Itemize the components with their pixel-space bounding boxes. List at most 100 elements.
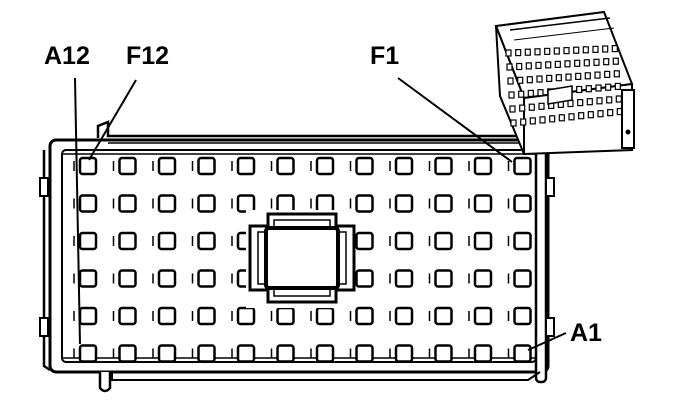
label-f1: F1 bbox=[370, 42, 399, 70]
leader-a1 bbox=[527, 332, 567, 351]
inset-cavity bbox=[604, 70, 611, 79]
terminal-cavity bbox=[118, 344, 137, 363]
inset-cavity bbox=[583, 59, 590, 67]
inset-cavity bbox=[519, 104, 526, 112]
terminal-cavity bbox=[118, 306, 137, 326]
terminal-cavity bbox=[434, 231, 453, 251]
inset-cavity bbox=[516, 62, 523, 71]
inset-cavity bbox=[586, 98, 593, 106]
terminal-cavity bbox=[315, 344, 335, 363]
terminal-cavity bbox=[236, 344, 256, 363]
inset-cavity bbox=[549, 115, 556, 123]
inset-cavity bbox=[535, 61, 542, 70]
terminal-cavity bbox=[78, 344, 98, 363]
inset-cavity bbox=[510, 119, 517, 127]
inset-cavity bbox=[575, 72, 582, 81]
inset-cavity bbox=[518, 90, 525, 98]
leader-f12 bbox=[88, 79, 137, 161]
terminal-cavity bbox=[434, 194, 453, 213]
terminal-cavity bbox=[394, 306, 414, 326]
inset-cavity bbox=[544, 47, 551, 56]
terminal-cavity bbox=[118, 156, 137, 176]
terminal-cavity bbox=[157, 269, 177, 288]
inset-cavity bbox=[564, 60, 571, 68]
terminal-cavity bbox=[473, 344, 493, 363]
terminal-cavity bbox=[473, 156, 493, 176]
inset-cavity bbox=[576, 85, 583, 94]
terminal-cavity bbox=[78, 156, 98, 176]
inset-cavity bbox=[558, 114, 565, 122]
inset-cavity bbox=[539, 116, 546, 124]
terminal-cavity bbox=[197, 306, 216, 326]
inset-cavity bbox=[585, 85, 592, 93]
terminal-cavity bbox=[394, 269, 414, 288]
inset-cavity bbox=[545, 61, 552, 69]
inset-cavity bbox=[536, 75, 543, 83]
terminal-cavity bbox=[157, 306, 177, 326]
terminal-cavity bbox=[355, 194, 374, 213]
terminal-cavity bbox=[118, 269, 137, 288]
inset-cavity bbox=[582, 46, 589, 54]
connector-isometric-inset bbox=[494, 10, 635, 156]
terminal-cavity bbox=[355, 231, 374, 251]
inset-cavity bbox=[592, 45, 599, 54]
terminal-cavity bbox=[236, 306, 256, 326]
label-a12: A12 bbox=[44, 42, 90, 70]
inset-cavity bbox=[587, 111, 594, 119]
inset-cavity bbox=[538, 102, 545, 110]
terminal-cavity bbox=[197, 269, 216, 288]
inset-cavity bbox=[555, 74, 562, 82]
label-f12: F12 bbox=[126, 42, 169, 70]
inset-cavity bbox=[554, 60, 561, 69]
inset-cavity bbox=[505, 49, 512, 57]
inset-cavity bbox=[603, 58, 610, 66]
inset-cavity bbox=[597, 110, 604, 118]
terminal-cavity bbox=[355, 269, 374, 288]
inset-cavity bbox=[602, 45, 609, 53]
terminal-cavity bbox=[473, 231, 493, 251]
inset-cavity bbox=[515, 48, 522, 57]
inset-cavity bbox=[594, 71, 601, 79]
inset-cavity bbox=[593, 58, 600, 66]
inset-cavity bbox=[527, 89, 534, 98]
inset-cavity bbox=[567, 99, 574, 108]
inset-cavity bbox=[607, 108, 614, 117]
terminal-cavity bbox=[78, 231, 98, 251]
inset-cavity bbox=[578, 112, 585, 120]
inset-cavity bbox=[577, 98, 584, 107]
leader-a12 bbox=[74, 77, 81, 345]
terminal-cavity bbox=[394, 156, 414, 176]
terminal-cavity bbox=[276, 306, 295, 326]
inset-cavity bbox=[612, 57, 619, 65]
terminal-cavity bbox=[236, 194, 256, 213]
inset-cavity bbox=[573, 46, 580, 54]
inset-cavity bbox=[606, 96, 613, 104]
terminal-cavity bbox=[315, 156, 335, 176]
terminal-cavity bbox=[276, 194, 295, 213]
inset-cavity bbox=[563, 46, 570, 55]
terminal-cavity bbox=[473, 269, 493, 288]
inset-cavity bbox=[605, 83, 612, 91]
inset-cavity bbox=[584, 72, 591, 80]
center-key-island bbox=[246, 210, 356, 308]
inset-cavity bbox=[568, 113, 575, 121]
terminal-cavity bbox=[513, 344, 532, 363]
inset-cavity bbox=[524, 48, 531, 56]
inset-cavity bbox=[509, 105, 516, 113]
terminal-cavity bbox=[473, 306, 493, 326]
leader-f1 bbox=[397, 77, 513, 163]
inset-cavity bbox=[615, 95, 622, 103]
inset-cavity bbox=[596, 97, 603, 105]
terminal-cavity bbox=[78, 194, 98, 213]
terminal-cavity bbox=[197, 194, 216, 213]
terminal-cavity bbox=[236, 156, 256, 176]
terminal-cavity bbox=[157, 344, 177, 363]
terminal-cavity bbox=[355, 344, 374, 363]
terminal-cavity bbox=[276, 156, 295, 176]
terminal-cavity bbox=[197, 231, 216, 251]
leader-lines bbox=[74, 77, 567, 351]
terminal-cavity bbox=[197, 344, 216, 363]
terminal-cavity bbox=[355, 306, 374, 326]
inset-cavity bbox=[534, 48, 541, 56]
